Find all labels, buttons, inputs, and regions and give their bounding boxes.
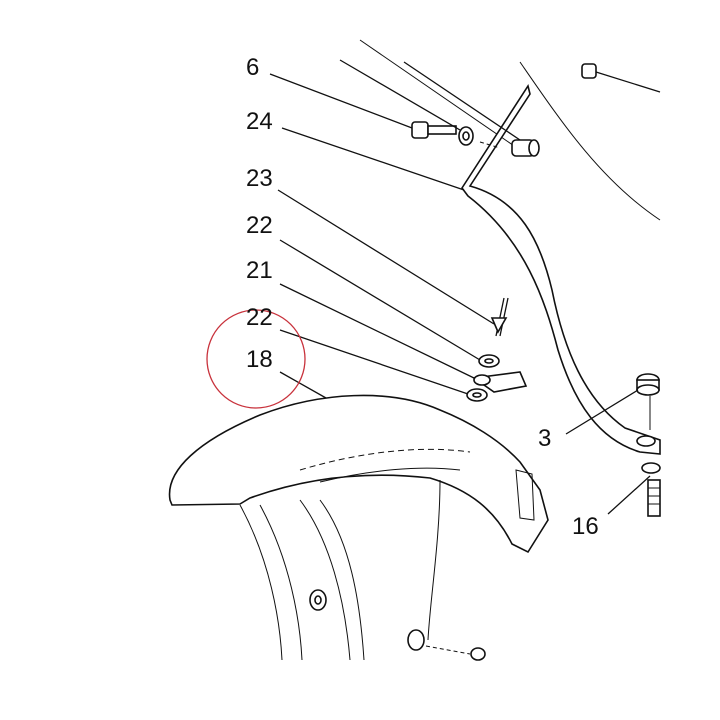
- leader-3: [565, 389, 639, 435]
- callout-6: 6: [246, 54, 260, 81]
- callout-21: 21: [246, 257, 273, 284]
- callout-23: 23: [246, 165, 273, 192]
- washer-stack: [466, 354, 528, 402]
- callout-24: 24: [246, 108, 273, 135]
- highlight-circle: [206, 309, 306, 409]
- leader-21: [279, 283, 475, 379]
- callout-18: 18: [246, 346, 273, 373]
- spacer-3: [636, 373, 660, 430]
- frame-panel: [359, 39, 661, 221]
- leader-18: [279, 371, 327, 399]
- leader-6: [269, 73, 413, 129]
- front-fender: [168, 394, 549, 661]
- bolt-16: [641, 462, 661, 517]
- leader-23: [277, 189, 495, 325]
- bolt-6-assembly: [411, 121, 540, 157]
- leader-lines: [269, 59, 651, 515]
- pin-23: [490, 297, 509, 337]
- screw-top-right: [581, 63, 661, 93]
- leader-22b: [279, 329, 469, 395]
- callout-3: 3: [538, 425, 552, 452]
- bracket-arm: [461, 84, 661, 455]
- leader-16: [607, 475, 651, 515]
- callout-22-lower: 22: [246, 304, 273, 331]
- callout-22-upper: 22: [246, 212, 273, 239]
- leader-22a: [279, 239, 481, 361]
- callout-16: 16: [572, 513, 599, 540]
- leader-24: [281, 127, 465, 191]
